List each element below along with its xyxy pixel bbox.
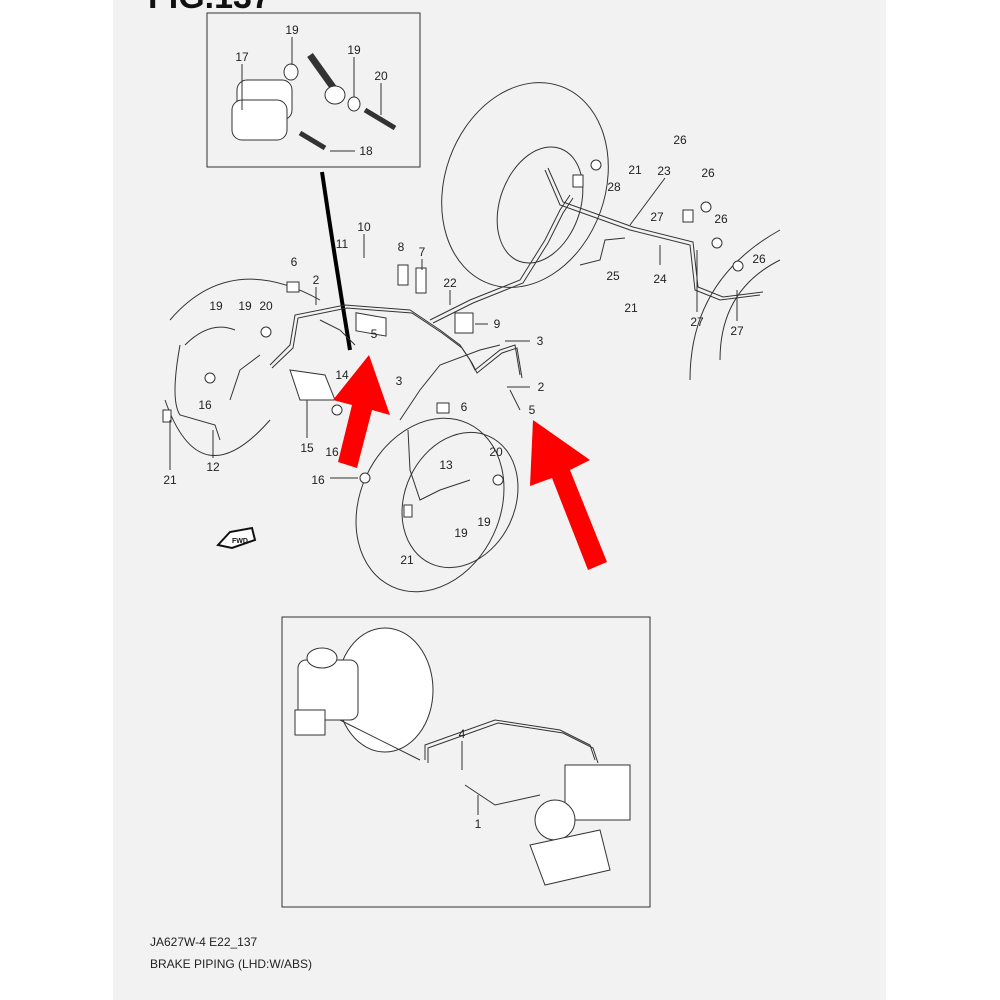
callout-label: 23	[657, 164, 671, 178]
inset-master-cylinder-abs	[281, 616, 651, 908]
fwd-label: FWD	[232, 538, 248, 545]
callout-label: 21	[163, 473, 177, 487]
callout-label: 24	[653, 272, 667, 286]
callout-label: 17	[235, 50, 249, 64]
callout-label: 22	[443, 276, 457, 290]
callout-label: 1	[475, 817, 482, 831]
brake-pipes	[174, 167, 764, 501]
callout-label: 21	[628, 163, 642, 177]
callout-label: 4	[459, 727, 466, 741]
callout-label: 27	[650, 210, 664, 224]
callout-label: 19	[209, 299, 223, 313]
fwd-indicator: FWD	[216, 526, 257, 550]
callout-label: 19	[285, 23, 299, 37]
callout-label: 19	[454, 526, 468, 540]
callout-label: 26	[714, 212, 728, 226]
figure-title: FIG.137	[148, 0, 271, 17]
callout-label: 7	[419, 245, 426, 259]
callout-label: 16	[311, 473, 325, 487]
callout-label: 2	[538, 380, 545, 394]
callout-label: 16	[325, 445, 339, 459]
callout-label: 10	[357, 220, 371, 234]
callout-label: 19	[238, 299, 252, 313]
callout-label: 3	[537, 334, 544, 348]
red-arrow-left	[333, 355, 390, 468]
callout-label: 3	[396, 374, 403, 388]
callout-label: 28	[607, 180, 621, 194]
diagram-code: JA627W-4 E22_137	[150, 935, 258, 949]
callout-label: 20	[489, 445, 503, 459]
callout-label: 19	[477, 515, 491, 529]
callout-label: 14	[335, 368, 349, 382]
callout-label: 19	[347, 43, 361, 57]
callout-label: 16	[198, 398, 212, 412]
callout-label: 13	[439, 458, 453, 472]
callout-label: 27	[690, 315, 704, 329]
callout-label: 21	[400, 553, 414, 567]
callout-label: 2	[313, 273, 320, 287]
callout-label: 6	[461, 400, 468, 414]
callout-label: 5	[529, 403, 536, 417]
inset-top-callouts: 17 19 19 20 18	[235, 23, 388, 158]
callout-label: 20	[259, 299, 273, 313]
callout-label: 20	[374, 69, 388, 83]
callout-label: 15	[300, 441, 314, 455]
small-parts	[162, 159, 744, 518]
callout-label: 21	[624, 301, 638, 315]
diagram-caption: BRAKE PIPING (LHD:W/ABS)	[150, 957, 313, 971]
inset-caliper-detail	[206, 12, 421, 351]
callout-label: 12	[206, 460, 220, 474]
leader-lines	[169, 177, 738, 479]
red-arrow-right	[530, 420, 607, 570]
callout-label: 26	[673, 133, 687, 147]
wheels	[164, 82, 781, 593]
callout-label: 18	[359, 144, 373, 158]
callout-label: 26	[701, 166, 715, 180]
inset-bottom-callouts: 4 1	[459, 727, 482, 831]
callout-label: 27	[730, 324, 744, 338]
callout-label: 9	[494, 317, 501, 331]
callout-label: 8	[398, 240, 405, 254]
callout-label: 26	[752, 252, 766, 266]
callout-label: 11	[336, 237, 349, 251]
callout-label: 25	[606, 269, 620, 283]
callout-label: 5	[371, 327, 378, 341]
callout-label: 6	[291, 255, 298, 269]
